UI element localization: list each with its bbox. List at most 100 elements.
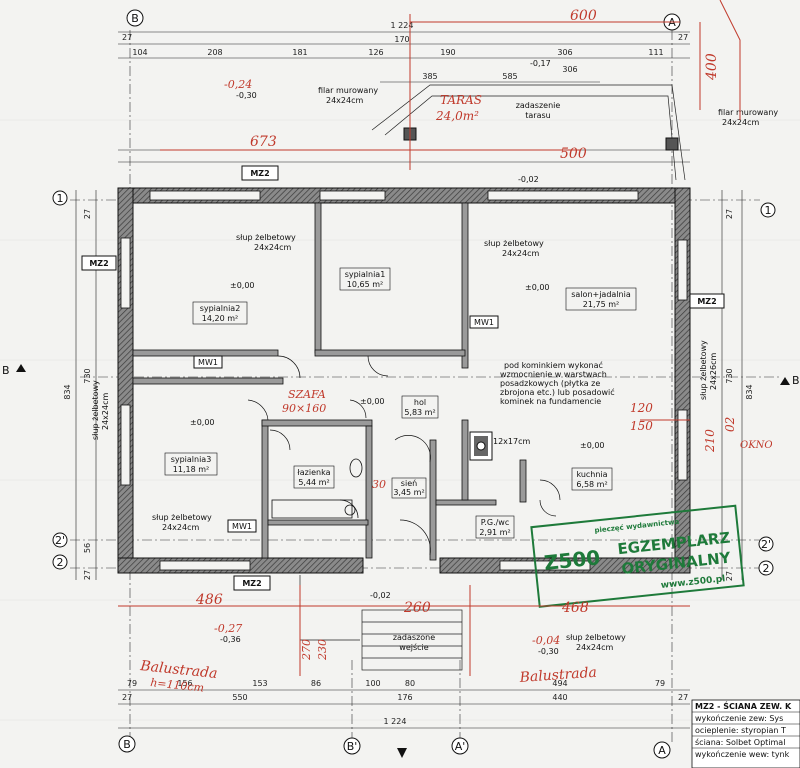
tag-label: MW1 [198,358,218,367]
tag-mz2-bottom: MZ2 [233,575,271,591]
column-size: 24x24cm [254,243,291,252]
handwritten-terrace: TARAS [440,93,482,107]
handwritten-dim: 120 [630,401,653,415]
note-line: pod kominkiem wykonać [504,360,603,370]
tag-label: MZ2 [697,297,716,306]
axis-bubble-aprime-bottom: A' [451,737,469,755]
dim-label: 306 [557,48,572,57]
dim-label: 27 [122,693,132,702]
dim-label: 27 [122,33,132,42]
note-line: wzmocnienie w warstwach [500,370,607,379]
entrance-roof-label: zadaszone [393,633,435,642]
note-line: posadzkowych (płytka ze [500,379,600,388]
room-lazienka: łazienka 5,44 m² [293,465,335,489]
section-label: B [2,364,10,377]
legend-line: wykończenie zew: Sys [695,714,783,723]
room-sypialnia2: sypialnia2 14,20 m² [192,301,248,325]
tag-mw1-b: MW1 [469,315,499,329]
handwritten-level: -0,04 [532,634,560,647]
dim-label: 208 [207,48,222,57]
tag-mz2-top: MZ2 [241,165,279,181]
room-name: łazienka [298,468,331,477]
dim-total-top: 1 224 [391,21,414,30]
axis-bubble-a-bottom: A [653,741,671,759]
level-mark: ±0,00 [230,281,255,290]
dim-label: 79 [127,679,137,688]
room-name: P.G./wc [481,518,510,527]
tag-label: MZ2 [242,579,261,588]
axis-label: 1 [765,204,772,217]
legend-line: wykończenie wew: tynk [695,750,790,759]
dim-label: 440 [552,693,567,702]
note-line: zbrojona etc.) lub posadowić [500,387,615,397]
interior-walls [132,202,527,561]
axis-label: 2' [55,534,65,547]
room-area: 21,75 m² [583,300,619,309]
column-size: 24x24cm [101,393,110,430]
axis-bubble-2-left: 2 [52,554,68,570]
note-line: kominek na fundamencie [500,397,601,406]
dim-label: 56 [83,543,92,553]
legend-line: ściana: Solbet Optimal [695,737,785,747]
level-mark: -0,02 [518,175,539,184]
room-area: 10,65 m² [347,280,383,289]
tag-label: MW1 [232,522,252,531]
filar-left-note: filar murowany [318,86,378,95]
column-note: słup żelbetowy [236,233,296,242]
axis-bubble-1-left: 1 [52,190,68,206]
legend-line: MZ2 - ŚCIANA ZEW. K [695,700,792,711]
handwritten-dim: 468 [561,600,589,616]
dim-label: 730 [725,368,734,383]
room-name: sypialnia3 [171,455,212,464]
handwritten-balustrade-height: h=110cm [150,676,205,695]
room-kuchnia: kuchnia 6,58 m² [571,467,613,491]
dim-label: 27 [725,209,734,219]
room-name: salon+jadalnia [571,290,631,299]
level-mark: ±0,00 [580,441,605,450]
door-swings [247,355,561,556]
terrace-roof-label: zadaszenie [516,101,561,110]
handwritten-dim: 400 [704,53,720,81]
red-markup-lines [118,0,741,676]
axis-label: 2 [763,562,770,575]
tag-label: MZ2 [250,169,269,178]
room-area: 11,18 m² [173,465,209,474]
handwritten-dim: 260 [403,600,431,616]
axis-label: B [131,12,139,25]
level-mark: ±0,00 [360,397,385,406]
dim-label: 190 [440,48,455,57]
dim-label: 80 [405,679,415,688]
column-note: słup żelbetowy [152,513,212,522]
section-marker-left: B [2,364,26,377]
column-size: 24x24cm [162,523,199,532]
axis-bubble-2-right: 2 [758,560,774,576]
handwritten-dim: 500 [560,146,587,162]
room-area: 3,45 m² [393,488,424,497]
dim-label: 79 [655,679,665,688]
tag-label: MZ2 [89,259,108,268]
room-area: 5,44 m² [298,478,329,487]
column-note: słup żelbetowy [484,239,544,248]
axis-label: 2' [761,538,771,551]
axis-label: 2 [57,556,64,569]
axis-bubble-1-right: 1 [760,202,776,218]
terrace-pillar-right [665,137,679,151]
dim-label: 27 [678,693,688,702]
filar-left-size: 24x24cm [326,96,363,105]
axis-bubble-b-bottom: B [118,735,136,753]
section-marker-bottom [397,748,407,758]
room-hol: hol 5,83 m² [401,395,439,419]
level-mark: -0,30 [538,647,559,656]
handwritten-dim: 02 [723,417,737,432]
room-name: kuchnia [576,470,607,479]
dim-label: 27 [725,571,734,581]
bathroom-fixtures [271,458,363,519]
axis-bubble-2prime-left: 2' [52,532,68,548]
room-sypialnia3: sypialnia3 11,18 m² [164,452,218,476]
handwritten-dim: 150 [630,419,653,433]
room-sypialnia1: sypialnia1 10,65 m² [339,267,391,291]
axis-label: B' [347,740,358,753]
dim-label: 104 [132,48,147,57]
tag-label: MW1 [474,318,494,327]
